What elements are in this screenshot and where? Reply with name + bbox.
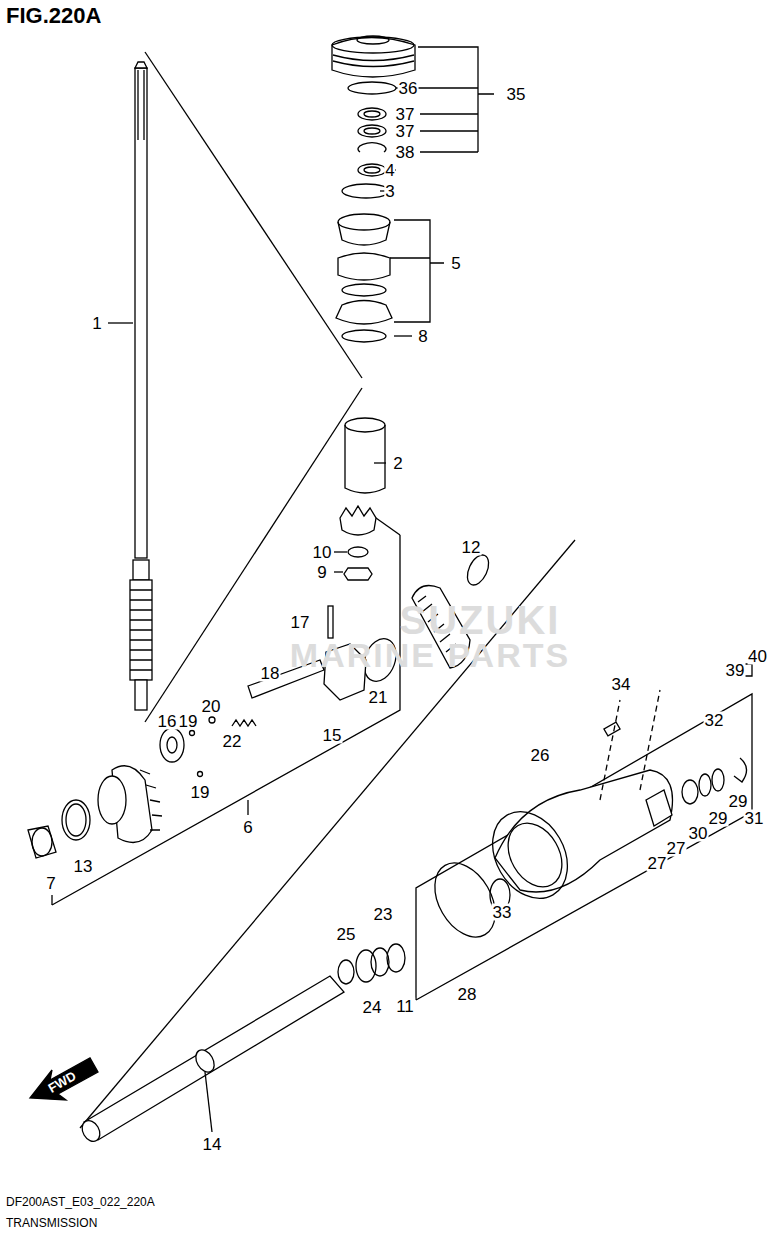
callout-number: 14	[202, 1136, 223, 1153]
callout-number: 10	[312, 544, 333, 561]
callout-number: 24	[362, 999, 383, 1016]
figure-code: DF200AST_E03_022_220A	[6, 1196, 155, 1208]
callout-number: 35	[506, 86, 527, 103]
callout-number: 17	[290, 614, 311, 631]
callout-number: 37	[395, 106, 416, 123]
callout-number: 12	[461, 539, 482, 556]
callout-number: 18	[260, 665, 281, 682]
callout-number: 7	[45, 875, 56, 892]
callout-number: 28	[457, 986, 478, 1003]
watermark: MARINE PARTS	[290, 638, 570, 672]
callout-number: 22	[222, 733, 243, 750]
callout-number: 8	[417, 328, 428, 345]
watermark: SUZUKI	[400, 600, 561, 640]
callout-number: 29	[708, 810, 729, 827]
callout-number: 21	[368, 689, 389, 706]
callout-number: 6	[242, 819, 253, 836]
callout-number: 31	[744, 810, 765, 827]
callout-number: 26	[530, 747, 551, 764]
callout-number: 36	[398, 80, 419, 97]
callout-number: 20	[201, 698, 222, 715]
callout-number: 3	[384, 183, 395, 200]
callout-number: 1	[91, 315, 102, 332]
callout-number: 9	[316, 564, 327, 581]
callout-number: 27	[647, 855, 668, 872]
figure-caption: TRANSMISSION	[6, 1217, 97, 1229]
figure-title: FIG.220A	[6, 5, 101, 27]
callout-number: 40	[747, 648, 768, 665]
callout-number: 27	[666, 840, 687, 857]
callout-number: 25	[336, 926, 357, 943]
callout-number: 13	[73, 858, 94, 875]
callout-number: 4	[384, 162, 395, 179]
callout-number: 34	[611, 676, 632, 693]
callout-number: 32	[704, 712, 725, 729]
callout-number: 5	[450, 255, 461, 272]
callout-number: 30	[688, 825, 709, 842]
callout-number: 19	[178, 713, 199, 730]
callout-number: 38	[395, 144, 416, 161]
callout-number: 19	[190, 784, 211, 801]
callout-number: 33	[492, 904, 513, 921]
callout-number: 11	[395, 998, 415, 1015]
callout-number: 39	[725, 662, 746, 679]
callout-number: 16	[157, 713, 178, 730]
callout-number: 37	[395, 123, 416, 140]
callout-number: 29	[728, 793, 749, 810]
callout-number: 23	[373, 906, 394, 923]
callout-number: 2	[392, 455, 403, 472]
callout-number: 15	[322, 727, 343, 744]
